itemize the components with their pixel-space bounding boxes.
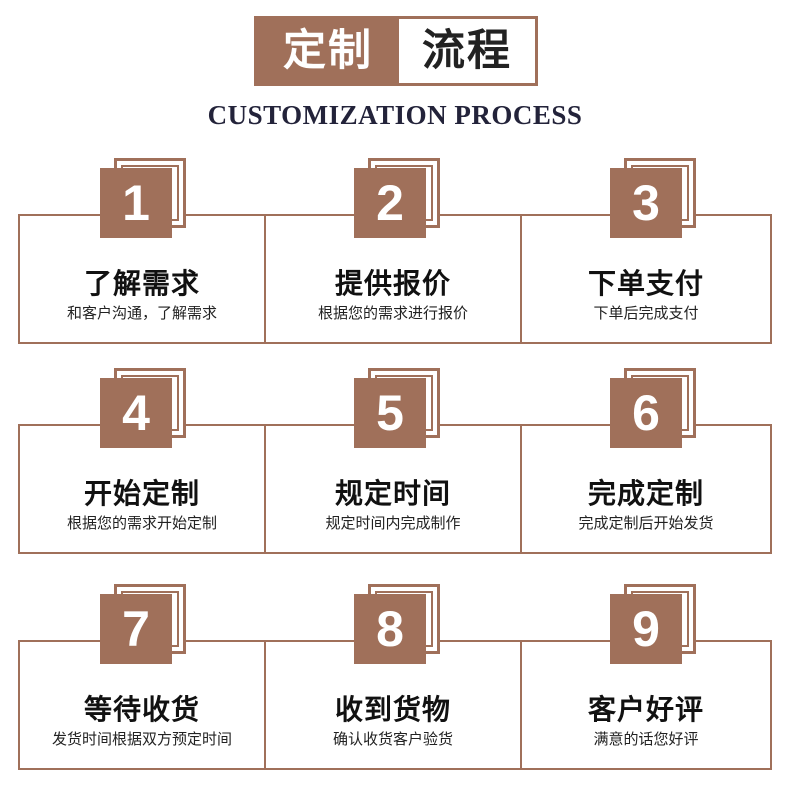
step-number: 4 <box>100 378 172 448</box>
page-title: 定制 流程 <box>254 16 538 86</box>
step-number-badge: 5 <box>354 368 444 448</box>
step-number-badge: 1 <box>100 158 190 238</box>
page-subtitle: CUSTOMIZATION PROCESS <box>207 100 583 130</box>
step-title: 了解需求 <box>83 267 200 300</box>
step-number: 8 <box>354 594 426 664</box>
step-card: 等待收货 发货时间根据双方预定时间 <box>18 640 266 770</box>
step-number: 5 <box>354 378 426 448</box>
step-description: 根据您的需求进行报价 <box>317 304 468 322</box>
step-description: 和客户沟通，了解需求 <box>66 304 217 322</box>
step-number-badge: 8 <box>354 584 444 664</box>
step-title: 开始定制 <box>83 477 200 510</box>
step-title: 收到货物 <box>334 693 451 726</box>
step-description: 发货时间根据双方预定时间 <box>51 730 232 748</box>
step-description: 下单后完成支付 <box>593 304 699 322</box>
step-number: 7 <box>100 594 172 664</box>
step-number-badge: 9 <box>610 584 700 664</box>
step-number: 9 <box>610 594 682 664</box>
step-title: 下单支付 <box>587 267 704 300</box>
step-description: 根据您的需求开始定制 <box>66 514 217 532</box>
step-title: 等待收货 <box>83 693 200 726</box>
step-title: 提供报价 <box>334 267 451 300</box>
step-number-badge: 3 <box>610 158 700 238</box>
page-title-highlight: 定制 <box>257 19 399 83</box>
step-title: 客户好评 <box>587 693 704 726</box>
step-number: 2 <box>354 168 426 238</box>
step-number: 6 <box>610 378 682 448</box>
step-number: 1 <box>100 168 172 238</box>
step-description: 确认收货客户验货 <box>332 730 453 748</box>
step-title: 完成定制 <box>587 477 704 510</box>
step-description: 满意的话您好评 <box>593 730 699 748</box>
page-title-text: 流程 <box>422 26 512 76</box>
step-number-badge: 4 <box>100 368 190 448</box>
step-number-badge: 2 <box>354 158 444 238</box>
step-title: 规定时间 <box>334 477 451 510</box>
step-description: 规定时间内完成制作 <box>325 514 461 532</box>
step-number-badge: 7 <box>100 584 190 664</box>
step-card: 下单支付 下单后完成支付 <box>520 214 772 344</box>
step-number: 3 <box>610 168 682 238</box>
step-number-badge: 6 <box>610 368 700 448</box>
step-description: 完成定制后开始发货 <box>578 514 714 532</box>
process-row: 开始定制 根据您的需求开始定制 规定时间 规定时间内完成制作 完成定制 完成定制… <box>18 424 772 554</box>
